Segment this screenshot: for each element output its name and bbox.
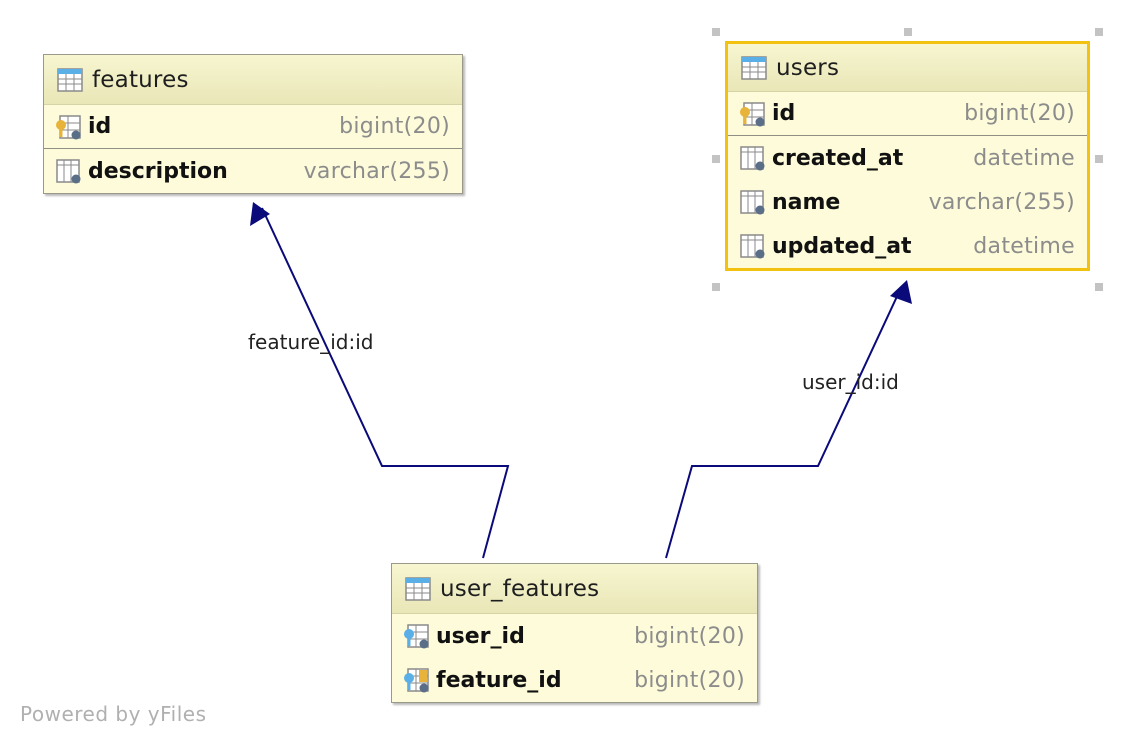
column-row[interactable]: feature_id bigint(20)	[392, 658, 757, 702]
primary-key-icon	[56, 114, 81, 139]
resize-handle[interactable]	[712, 155, 720, 163]
column-icon	[740, 146, 765, 171]
relation-feature-id-arrowhead	[250, 202, 270, 226]
column-type: varchar(255)	[303, 158, 450, 184]
column-icon	[56, 159, 81, 184]
column-name: created_at	[772, 145, 904, 171]
column-type: datetime	[973, 233, 1075, 259]
primary-key-icon	[740, 101, 765, 126]
column-name: description	[88, 158, 228, 184]
table-icon	[405, 576, 431, 601]
column-name: updated_at	[772, 233, 912, 259]
table-name: user_features	[440, 575, 600, 602]
resize-handle[interactable]	[1095, 283, 1103, 291]
table-users[interactable]: users id bigint(20) create	[725, 41, 1090, 271]
relation-label-user-id: user_id:id	[802, 370, 899, 394]
resize-handle[interactable]	[1095, 28, 1103, 36]
table-icon	[741, 55, 767, 80]
table-name: users	[776, 54, 840, 81]
column-icon	[740, 190, 765, 215]
column-row[interactable]: updated_at datetime	[728, 224, 1087, 268]
column-row[interactable]: created_at datetime	[728, 136, 1087, 180]
column-name: id	[772, 101, 796, 126]
table-header: user_features	[392, 564, 757, 614]
relation-label-feature-id: feature_id:id	[248, 330, 374, 354]
column-type: bigint(20)	[964, 101, 1075, 126]
column-row[interactable]: description varchar(255)	[44, 149, 462, 193]
column-name: feature_id	[436, 667, 562, 693]
column-type: bigint(20)	[339, 114, 450, 139]
column-name: name	[772, 189, 841, 215]
table-header: users	[728, 44, 1087, 92]
column-row[interactable]: user_id bigint(20)	[392, 614, 757, 658]
table-user-features[interactable]: user_features user_id bigint(20)	[391, 563, 758, 703]
table-icon	[57, 67, 83, 92]
table-name: features	[92, 66, 189, 93]
column-type: varchar(255)	[928, 189, 1075, 215]
column-name: user_id	[436, 623, 525, 649]
table-features[interactable]: features id bigint(20) des	[43, 54, 463, 194]
column-type: datetime	[973, 145, 1075, 171]
relation-feature-id-edge[interactable]	[261, 207, 510, 559]
resize-handle[interactable]	[1095, 155, 1103, 163]
resize-handle[interactable]	[904, 28, 912, 36]
table-header: features	[44, 55, 462, 105]
column-icon	[740, 234, 765, 259]
column-row[interactable]: id bigint(20)	[728, 92, 1087, 136]
foreign-key-icon	[404, 624, 429, 649]
column-type: bigint(20)	[634, 667, 745, 693]
column-row[interactable]: name varchar(255)	[728, 180, 1087, 224]
powered-by-footer: Powered by yFiles	[20, 702, 207, 726]
column-type: bigint(20)	[634, 623, 745, 649]
column-row[interactable]: id bigint(20)	[44, 105, 462, 149]
foreign-key-icon	[404, 668, 429, 693]
resize-handle[interactable]	[712, 283, 720, 291]
resize-handle[interactable]	[712, 28, 720, 36]
column-name: id	[88, 114, 112, 139]
relation-user-id-arrowhead	[890, 280, 912, 304]
relation-user-id-edge[interactable]	[665, 289, 901, 559]
